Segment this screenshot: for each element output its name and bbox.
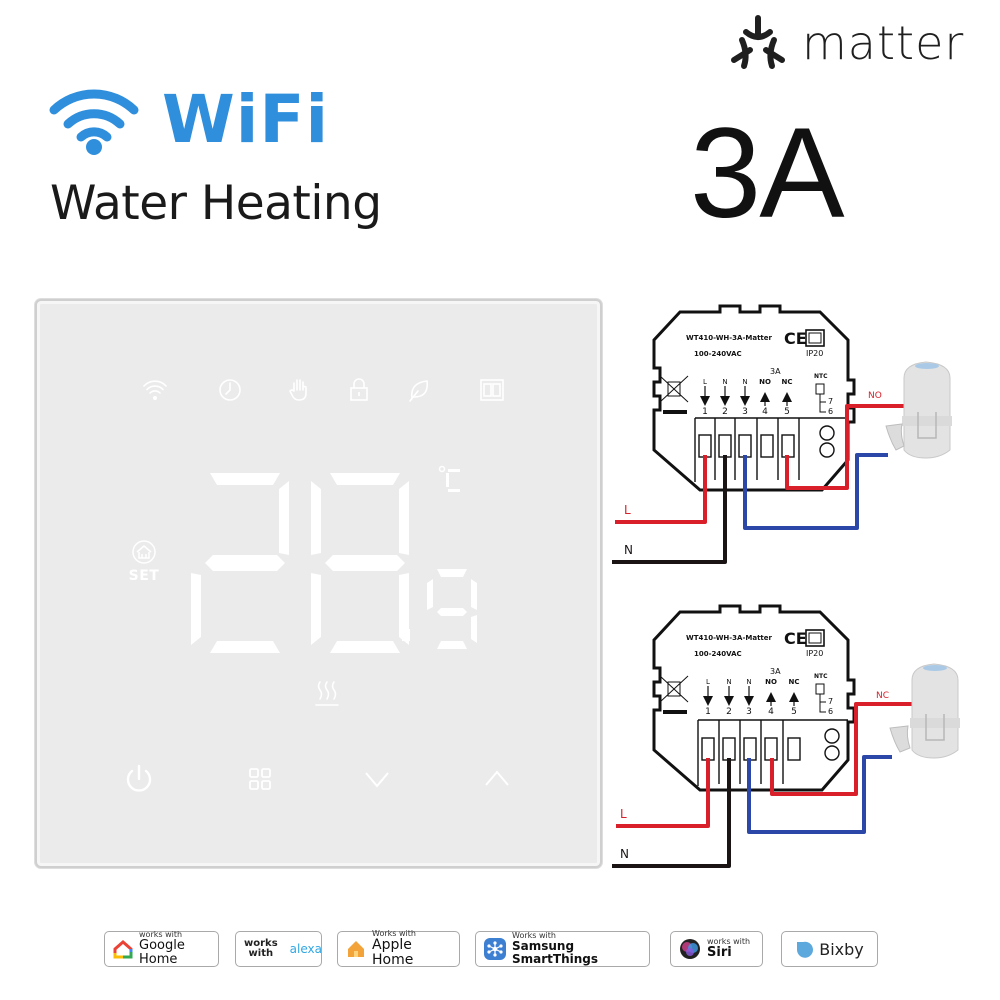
ntc-label: NTC xyxy=(814,673,828,680)
grid-menu-icon xyxy=(249,768,271,790)
thermal-actuator-icon xyxy=(889,663,960,759)
matter-icon xyxy=(731,15,785,69)
svg-text:N: N xyxy=(742,378,747,386)
svg-text:2: 2 xyxy=(726,707,732,717)
rating-label: 3A xyxy=(770,367,781,376)
power-icon xyxy=(126,764,152,792)
svg-text:NO: NO xyxy=(759,378,771,386)
smartthings-icon xyxy=(484,938,506,960)
power-button[interactable] xyxy=(122,762,156,796)
chevron-up-icon xyxy=(485,770,509,786)
set-home-button[interactable]: SET xyxy=(124,540,164,584)
svg-text:7: 7 xyxy=(828,697,833,706)
svg-text:N: N xyxy=(722,378,727,386)
svg-text:4: 4 xyxy=(762,407,768,417)
temperature-display xyxy=(175,465,485,655)
down-button[interactable] xyxy=(360,762,394,796)
bixby-icon xyxy=(797,941,814,958)
chevron-down-icon xyxy=(365,772,389,788)
svg-text:5: 5 xyxy=(791,707,797,717)
wiring-diagram-nc: WT410-WH-3A-Matter 100-240VAC CE IP20 3A… xyxy=(600,600,1000,890)
svg-text:4: 4 xyxy=(768,707,774,717)
matter-wordmark: matter xyxy=(802,16,965,70)
thermal-actuator-icon xyxy=(885,361,952,459)
seven-segment-readout xyxy=(191,473,477,653)
svg-text:NO: NO xyxy=(765,678,777,686)
model-label: WT410-WH-3A-Matter xyxy=(686,634,773,642)
svg-text:2: 2 xyxy=(722,407,728,417)
heating-icon xyxy=(313,679,341,709)
voltage-label: 100-240VAC xyxy=(694,650,742,658)
actuator-mode-label: NO xyxy=(868,391,882,401)
apple-home-icon xyxy=(348,941,364,957)
svg-text:L: L xyxy=(703,378,707,386)
neutral-label: N xyxy=(624,543,633,557)
wifi-icon xyxy=(49,89,139,155)
wifi-status-icon xyxy=(142,377,168,403)
line-label: L xyxy=(624,503,631,517)
ip-rating: IP20 xyxy=(806,349,823,358)
window-icon xyxy=(479,377,505,403)
menu-button[interactable] xyxy=(243,762,277,796)
svg-text:1: 1 xyxy=(702,407,708,417)
hand-manual-icon xyxy=(286,377,312,403)
rating-label: 3A xyxy=(770,667,781,676)
product-subtitle: Water Heating xyxy=(50,176,382,231)
svg-text:NC: NC xyxy=(789,678,800,686)
matter-logo: matter xyxy=(728,14,964,72)
svg-text:N: N xyxy=(746,678,751,686)
svg-text:3: 3 xyxy=(742,407,748,417)
svg-text:NC: NC xyxy=(782,378,793,386)
clock-icon xyxy=(217,377,243,403)
lock-icon xyxy=(346,377,372,403)
set-label: SET xyxy=(128,568,160,584)
temperature-unit xyxy=(438,465,464,495)
svg-text:3: 3 xyxy=(746,707,752,717)
ip-rating: IP20 xyxy=(806,649,823,658)
home-set-icon xyxy=(132,540,156,564)
current-rating: 3A xyxy=(690,102,845,245)
wifi-title: WiFi xyxy=(162,81,330,158)
svg-text:5: 5 xyxy=(784,407,790,417)
wifi-heading: WiFi xyxy=(48,84,329,156)
voltage-label: 100-240VAC xyxy=(694,350,742,358)
siri-icon xyxy=(680,939,700,959)
actuator-mode-label: NC xyxy=(876,691,889,701)
neutral-label: N xyxy=(620,847,629,861)
ntc-label: NTC xyxy=(814,373,828,380)
svg-text:1: 1 xyxy=(705,707,711,717)
wiring-diagram-no: WT410-WH-3A-Matter 100-240VAC CE IP20 3A… xyxy=(600,300,1000,590)
svg-text:N: N xyxy=(726,678,731,686)
model-label: WT410-WH-3A-Matter xyxy=(686,334,773,342)
svg-text:6: 6 xyxy=(828,407,833,416)
badge-bixby: Bixby xyxy=(781,931,878,967)
leaf-eco-icon xyxy=(406,377,432,403)
google-home-icon xyxy=(113,940,133,959)
svg-text:CE: CE xyxy=(784,629,807,648)
svg-text:6: 6 xyxy=(828,707,833,716)
svg-text:L: L xyxy=(706,678,710,686)
alexa-label: alexa xyxy=(289,942,322,956)
svg-text:7: 7 xyxy=(828,397,833,406)
line-label: L xyxy=(620,807,627,821)
up-button[interactable] xyxy=(480,762,514,796)
svg-text:CE: CE xyxy=(784,329,807,348)
